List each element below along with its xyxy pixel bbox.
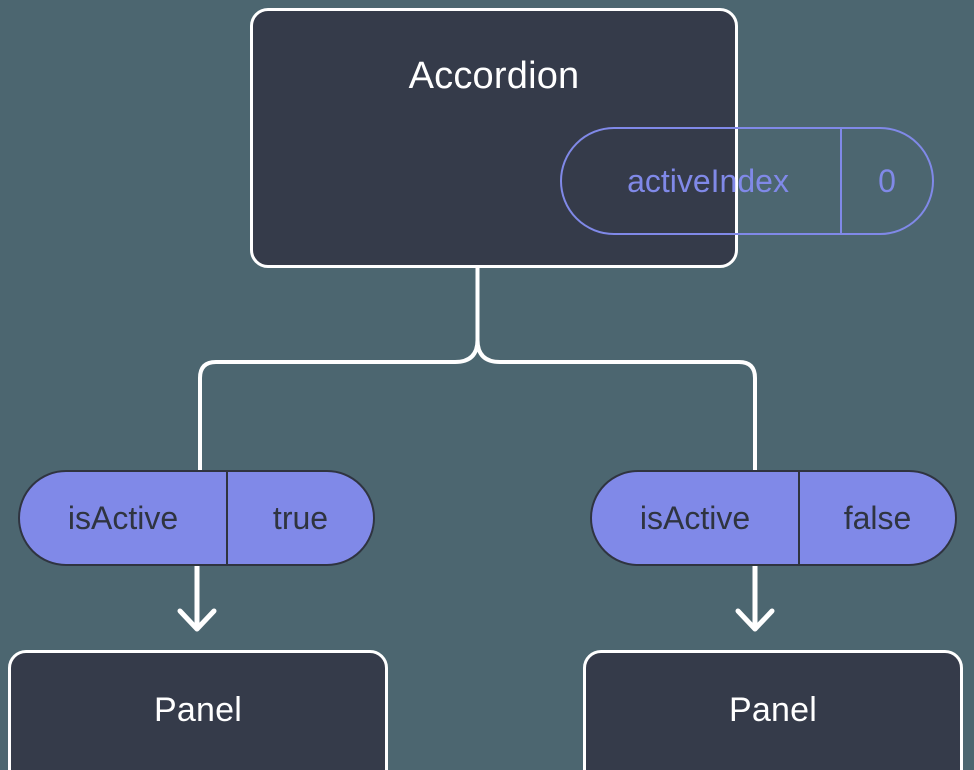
node-panel-left[interactable]: Panel [8,650,388,770]
arrow-down-icon-right [735,608,775,632]
state-badge-key: activeIndex [627,162,789,199]
node-panel-right[interactable]: Panel [583,650,963,770]
node-accordion-title: Accordion [408,55,580,97]
prop-badge-is-active-true[interactable]: isActive true [18,470,375,566]
connector-root-fork [198,266,480,472]
connector-root-fork-right [475,266,757,472]
prop-badge-value: true [226,472,373,564]
arrow-down-icon-left [177,608,217,632]
prop-badge-key: isActive [639,499,751,536]
state-badge-active-index[interactable]: activeIndex 0 [560,127,934,235]
node-panel-left-title: Panel [154,691,242,729]
prop-badge-is-active-false[interactable]: isActive false [590,470,957,566]
prop-badge-value: false [798,472,955,564]
node-panel-right-title: Panel [729,691,817,729]
node-accordion[interactable]: Accordion activeIndex 0 [250,8,934,268]
state-badge-value: 0 [840,129,932,233]
prop-badge-key: isActive [67,499,179,536]
